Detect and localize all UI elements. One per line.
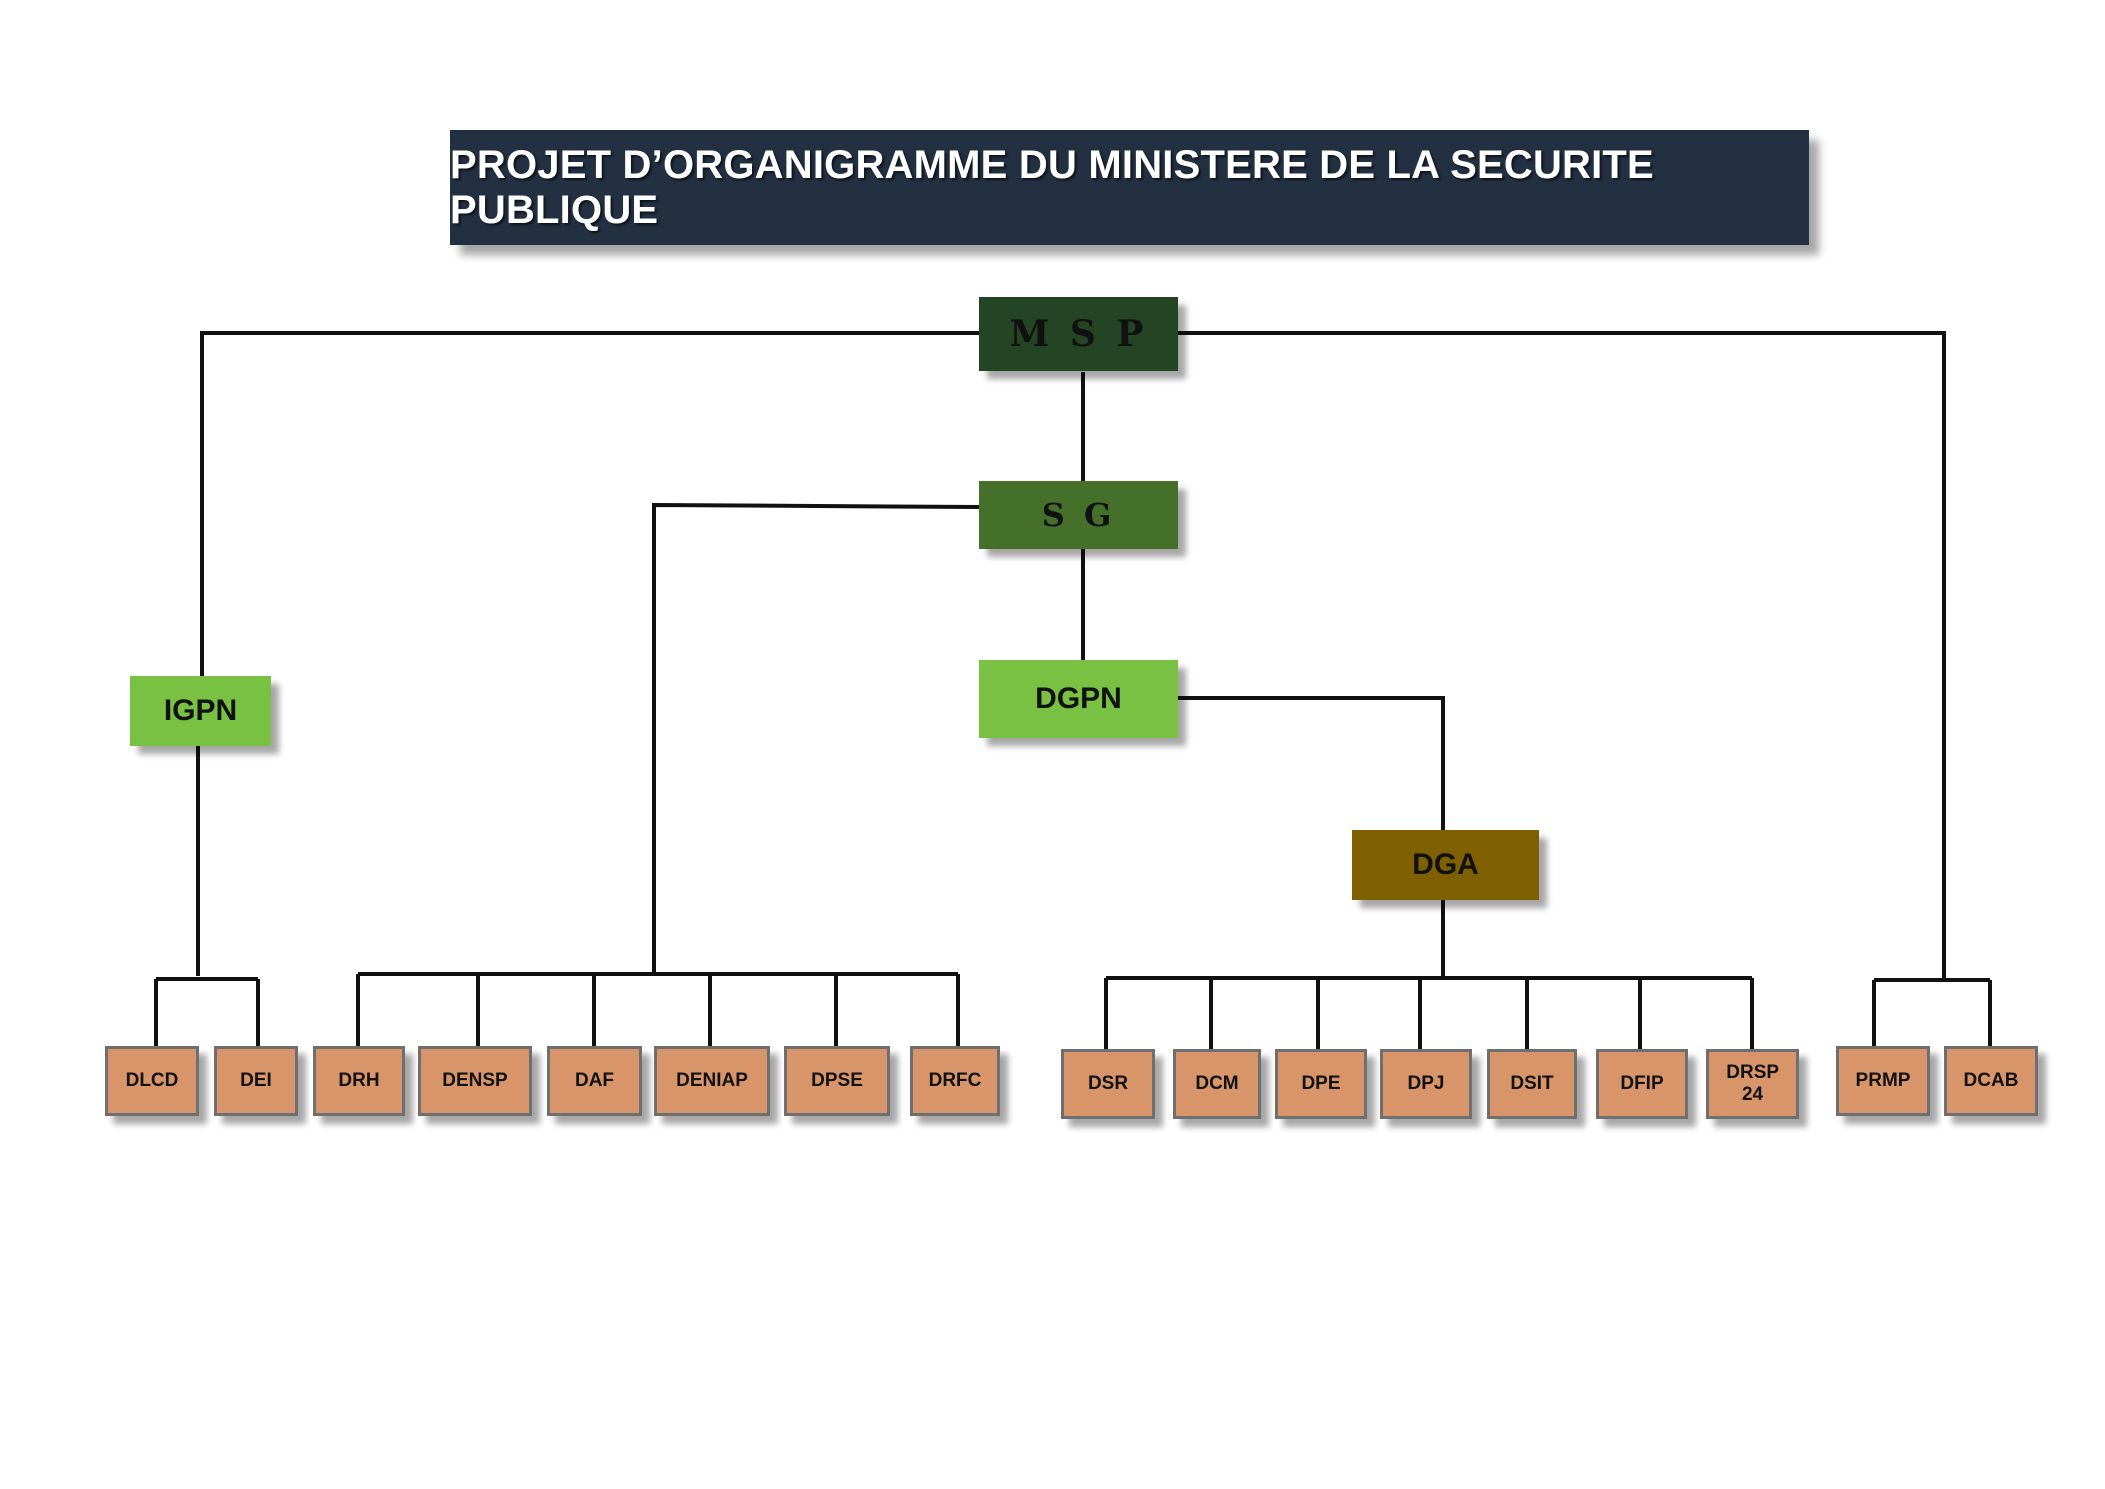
node-igpn[interactable]: IGPN [130,676,271,746]
node-msp-label: M S P [1009,313,1148,355]
leaf-label: DLCD [125,1070,179,1091]
leaf-label: DCM [1195,1073,1239,1094]
leaf-dpe[interactable]: DPE [1275,1049,1367,1119]
leaf-deniap[interactable]: DENIAP [654,1046,770,1116]
node-dga[interactable]: DGA [1352,830,1539,900]
leaf-dsr[interactable]: DSR [1061,1049,1155,1119]
leaf-dpj[interactable]: DPJ [1380,1049,1472,1119]
page-title: PROJET D’ORGANIGRAMME DU MINISTERE DE LA… [450,142,1654,232]
leaf-label: DSIT [1510,1073,1554,1094]
leaf-daf[interactable]: DAF [547,1046,642,1116]
leaf-label: DPE [1301,1073,1341,1094]
leaf-label: DENIAP [676,1070,748,1091]
leaf-dfip[interactable]: DFIP [1596,1049,1688,1119]
title-banner: PROJET D’ORGANIGRAMME DU MINISTERE DE LA… [450,130,1809,245]
leaf-densp[interactable]: DENSP [418,1046,532,1116]
leaf-drh[interactable]: DRH [313,1046,405,1116]
leaf-prmp[interactable]: PRMP [1836,1046,1930,1116]
leaf-label: DRFC [928,1070,982,1091]
leaf-label: DCAB [1963,1070,2019,1091]
leaf-label: DRH [338,1070,380,1091]
leaf-dsit[interactable]: DSIT [1487,1049,1577,1119]
leaf-dcm[interactable]: DCM [1173,1049,1261,1119]
leaf-label: DFIP [1620,1073,1664,1094]
leaf-drsp24[interactable]: DRSP 24 [1706,1049,1799,1119]
node-msp[interactable]: M S P [979,297,1178,371]
leaf-label: PRMP [1855,1070,1911,1091]
leaf-label: DENSP [442,1070,508,1091]
node-dgpn-label: DGPN [1035,682,1122,715]
node-dgpn[interactable]: DGPN [979,660,1178,738]
node-sg-label: S G [1041,496,1116,534]
leaf-dlcd[interactable]: DLCD [105,1046,199,1116]
leaf-label: DSR [1087,1073,1129,1094]
node-sg[interactable]: S G [979,481,1178,549]
node-igpn-label: IGPN [163,694,238,727]
leaf-dpse[interactable]: DPSE [784,1046,890,1116]
leaf-dei[interactable]: DEI [214,1046,298,1116]
leaf-label: DRSP 24 [1726,1062,1780,1105]
leaf-drfc[interactable]: DRFC [910,1046,1000,1116]
leaf-label: DPJ [1407,1073,1445,1094]
leaf-label: DPSE [811,1070,863,1091]
leaf-dcab[interactable]: DCAB [1944,1046,2038,1116]
leaf-label: DEI [240,1070,272,1091]
leaf-label: DAF [574,1070,615,1091]
node-dga-label: DGA [1412,848,1479,881]
